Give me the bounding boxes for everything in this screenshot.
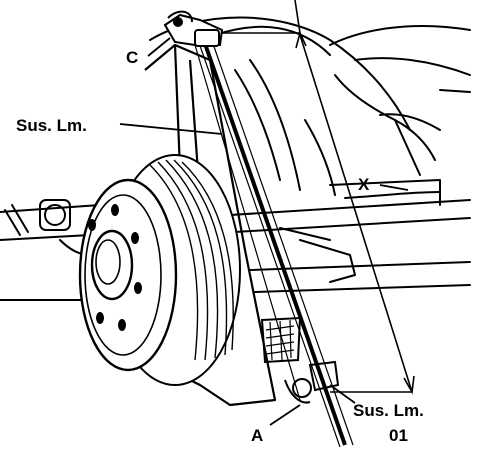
leader-lines	[119, 37, 409, 426]
reference-line	[222, 0, 415, 395]
label-sus-lm-bottom: Sus. Lm.	[353, 401, 424, 420]
label-a: A	[251, 426, 263, 445]
label-sus-lm-top: Sus. Lm.	[16, 116, 87, 135]
brake-drum	[78, 154, 241, 386]
label-sus-lm-bottom-code: 01	[389, 426, 408, 445]
top-clamp	[163, 10, 224, 47]
label-x: X	[358, 175, 370, 194]
measuring-rod	[194, 37, 354, 448]
body-structure	[0, 16, 471, 301]
label-c: C	[126, 48, 138, 67]
